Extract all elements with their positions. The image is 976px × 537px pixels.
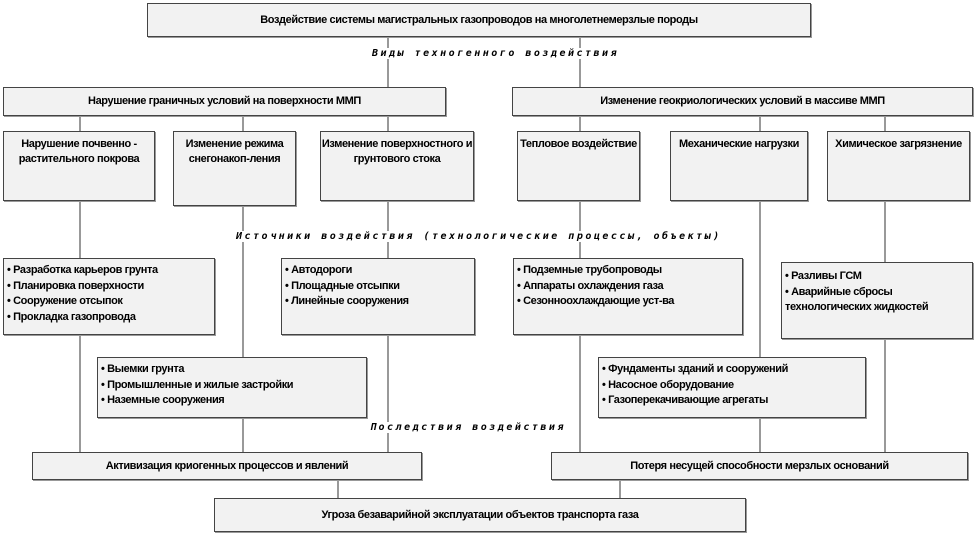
list-item: • Выемки грунта bbox=[101, 363, 185, 375]
group-right-box: Изменение геокриологических условий в ма… bbox=[512, 87, 973, 116]
list-item: • Сезонноохлаждающие уст-ва bbox=[517, 295, 675, 307]
group-left-box: Нарушение граничных условий на поверхнос… bbox=[3, 87, 446, 116]
sources-box-d: • Разливы ГСМ • Аварийные сбросы техноло… bbox=[781, 262, 973, 339]
list-item: • Аварийные сбросы bbox=[785, 285, 893, 298]
type-box-vegetation: Нарушение почвенно - растительного покро… bbox=[3, 131, 155, 201]
types-label: Виды техногенного воздействия bbox=[368, 48, 624, 59]
type-box-mechanical: Механические нагрузки bbox=[670, 131, 808, 201]
list-item: • Фундаменты зданий и сооружений bbox=[602, 363, 789, 375]
sources-box-a: • Разработка карьеров грунта • Планировк… bbox=[3, 258, 215, 335]
list-item: • Насосное оборудование bbox=[602, 378, 734, 391]
list-item: • Разработка карьеров грунта bbox=[7, 264, 158, 276]
list-item: • Площадные отсыпки bbox=[285, 279, 400, 292]
list-item: • Сооружение отсыпок bbox=[7, 295, 123, 307]
type-box-runoff: Изменение поверхностного и грунтового ст… bbox=[320, 131, 474, 201]
list-item: • Промышленные и жилые застройки bbox=[101, 378, 294, 391]
list-item: технологических жидкостей bbox=[785, 301, 929, 313]
list-item: • Планировка поверхности bbox=[7, 279, 144, 292]
sources-box-f: • Фундаменты зданий и сооружений • Насос… bbox=[598, 357, 866, 418]
list-item: • Аппараты охлаждения газа bbox=[517, 279, 664, 292]
list-item: • Наземные сооружения bbox=[101, 394, 225, 406]
sources-box-e: • Выемки грунта • Промышленные и жилые з… bbox=[97, 357, 367, 418]
type-box-thermal: Тепловое воздействие bbox=[517, 131, 640, 201]
list-item: • Газоперекачивающие агрегаты bbox=[602, 394, 769, 406]
consequence-right-box: Потеря несущей способности мерзлых основ… bbox=[551, 452, 968, 480]
sources-label: Источники воздействия (технологические п… bbox=[232, 231, 726, 242]
sources-box-c: • Подземные трубопроводы • Аппараты охла… bbox=[513, 258, 743, 335]
list-item: • Линейные сооружения bbox=[285, 295, 409, 307]
final-box: Угроза безаварийной эксплуатации объекто… bbox=[214, 498, 746, 532]
consequences-label: Последствия воздействия bbox=[366, 422, 570, 433]
list-item: • Автодороги bbox=[285, 264, 352, 276]
list-item: • Подземные трубопроводы bbox=[517, 264, 662, 276]
type-box-snow: Изменение режима снегонакоп-ления bbox=[173, 131, 296, 206]
type-box-chemical: Химическое загрязнение bbox=[827, 131, 970, 201]
title-box: Воздействие системы магистральных газопр… bbox=[147, 3, 811, 37]
list-item: • Прокладка газопровода bbox=[7, 310, 136, 323]
sources-box-b: • Автодороги • Площадные отсыпки • Линей… bbox=[281, 258, 475, 335]
consequence-left-box: Активизация криогенных процессов и явлен… bbox=[32, 452, 422, 480]
list-item: • Разливы ГСМ bbox=[785, 270, 862, 282]
